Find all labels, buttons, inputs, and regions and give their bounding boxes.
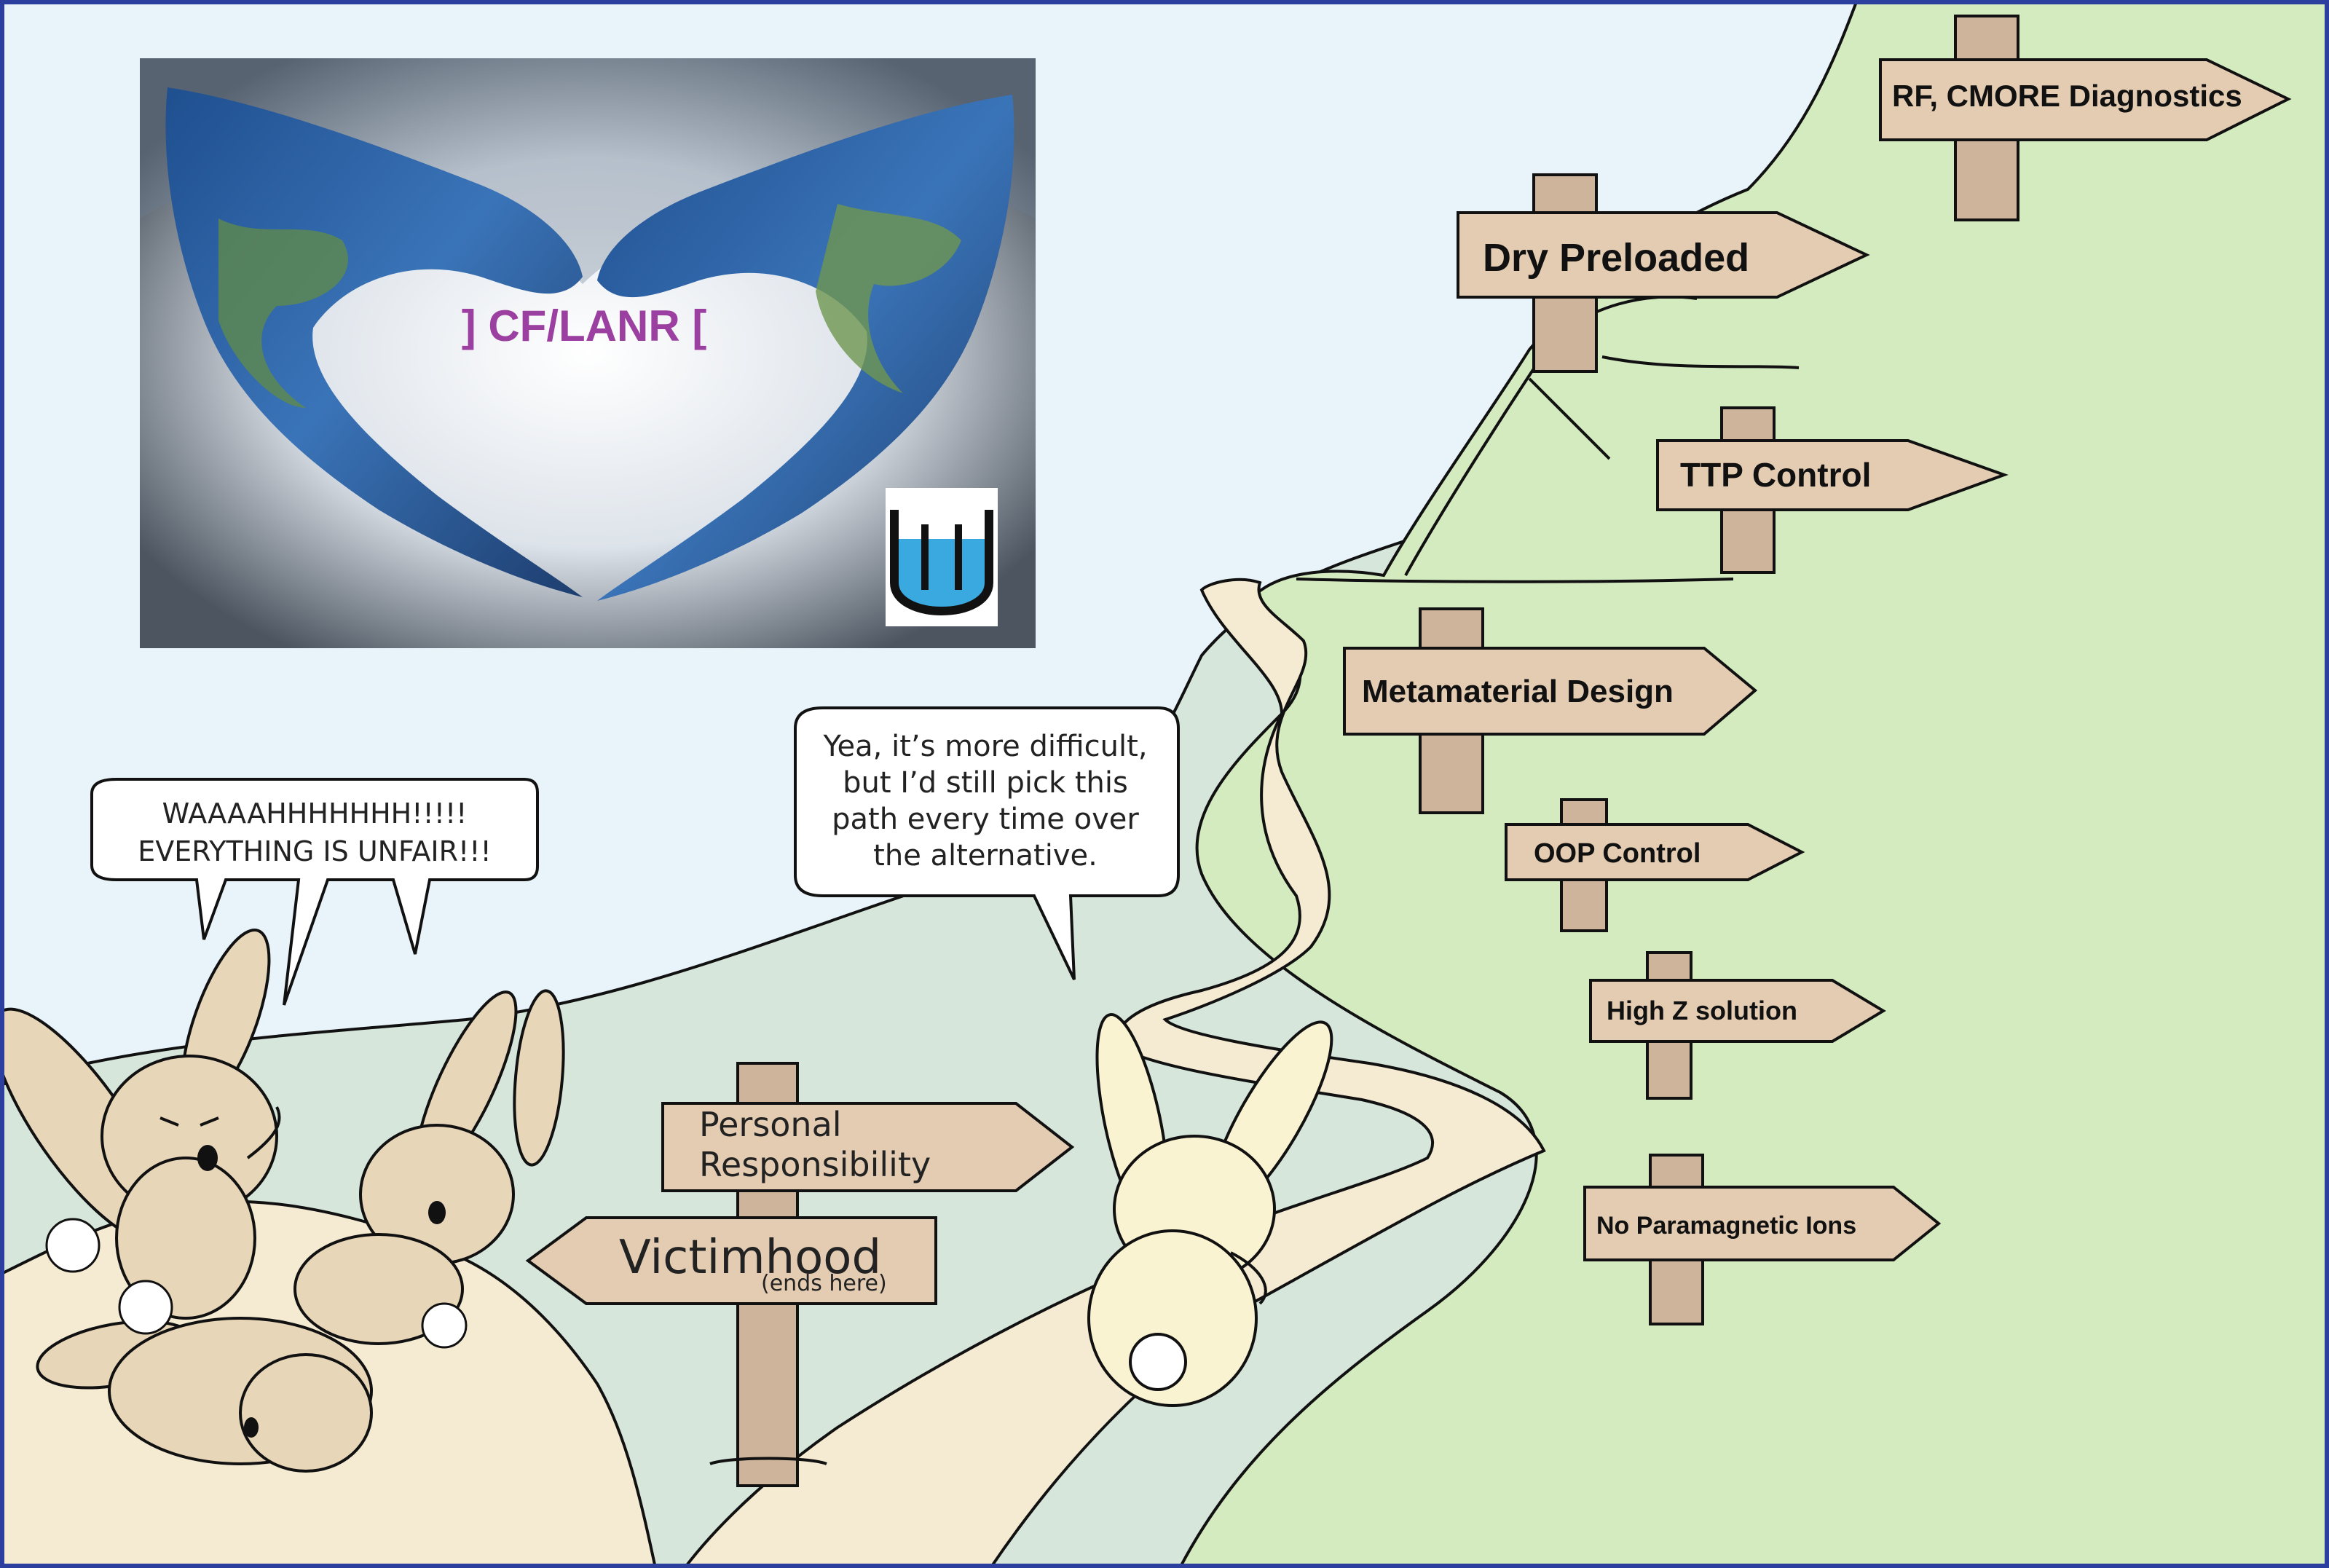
bunny-speech-bubble-left: WAAAAHHHHHHH!!!!! EVERYTHING IS UNFAIR!!… [90, 778, 539, 1006]
hopeful-bunny [1087, 1013, 1333, 1407]
signpost-ttp-control: TTP Control [1656, 406, 2009, 574]
signpost-rf-cmore: RF, CMORE Diagnostics [1879, 15, 2292, 221]
signpost-oop-control: OOP Control [1505, 798, 1805, 932]
bubble-right-line1: Yea, it’s more difficult, [822, 730, 1147, 763]
signpost-dry-preloaded: Dry Preloaded [1457, 173, 1870, 373]
signpost-no-paramagnetic: No Paramagnetic Ions [1583, 1154, 1942, 1325]
sign-victimhood-note: (ends here) [761, 1271, 887, 1296]
sign-personal-responsibility [661, 1102, 1075, 1192]
signpost-high-z: High Z solution [1589, 951, 1886, 1100]
sign-high-z: High Z solution [1607, 996, 1797, 1025]
sign-dry-preloaded: Dry Preloaded [1483, 236, 1749, 280]
crying-bunny-lying [293, 989, 565, 1349]
photo-vignette [140, 58, 1036, 284]
field-contour-4 [1296, 578, 1734, 583]
bubble-right-line3: path every time over [832, 803, 1139, 836]
field-contour-2 [1528, 377, 1611, 460]
sign-victimhood-label: Victimhood [619, 1231, 881, 1285]
signpost-metamaterial: Metamaterial Design [1343, 607, 1758, 814]
sign-oop-control: OOP Control [1534, 838, 1701, 869]
crossroads-signpost: Personal Responsibility Victimhood (ends… [525, 1062, 1075, 1487]
sign-personal-line1: Personal [699, 1105, 842, 1144]
sign-metamaterial: Metamaterial Design [1362, 674, 1674, 709]
continent-right [816, 204, 961, 393]
sign-victimhood [525, 1216, 937, 1305]
logo-title: ] CF/LANR [ [462, 302, 707, 350]
bubble-right-line2: but I’d still pick this [843, 766, 1128, 800]
continent-left [218, 218, 348, 408]
crying-bunny-sitting [0, 928, 281, 1320]
sign-rf-cmore: RF, CMORE Diagnostics [1892, 79, 2242, 113]
left-earth-hand [165, 87, 583, 597]
sign-ttp-control: TTP Control [1680, 456, 1871, 494]
logo-photo: ] CF/LANR [ [140, 58, 1036, 648]
bubble-right-line4: the alternative. [873, 839, 1097, 872]
bubble-left-line1: WAAAAHHHHHHH!!!!! [162, 797, 468, 830]
bunny-speech-bubble-right: Yea, it’s more difficult, but I’d still … [794, 706, 1180, 980]
crying-bunny-sleeping [36, 1280, 373, 1473]
field-contour-3 [1601, 355, 1800, 369]
bubble-left-line2: EVERYTHING IS UNFAIR!!! [138, 835, 491, 867]
sign-personal-line2: Responsibility [699, 1145, 931, 1184]
sign-no-paramagnetic: No Paramagnetic Ions [1596, 1212, 1856, 1240]
cup-logo-icon [886, 488, 998, 626]
